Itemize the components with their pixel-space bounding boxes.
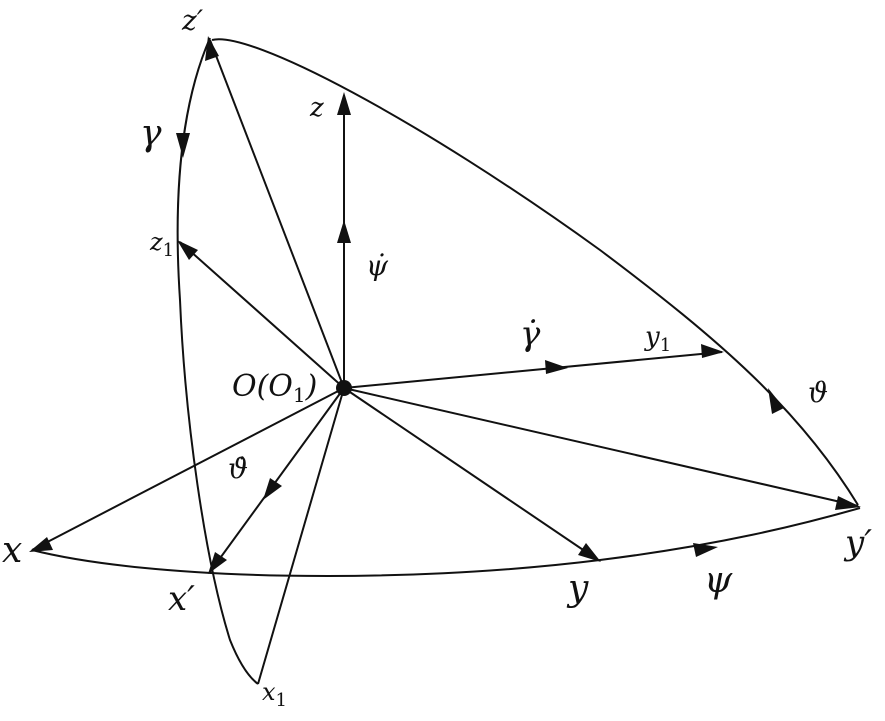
edge-origin-x1 (257, 387, 345, 685)
origin-point (336, 380, 352, 396)
label-y: y (566, 568, 589, 609)
label-theta-dot: ϑ̇ (228, 452, 248, 485)
label-gamma-dot: γ̇ (520, 314, 541, 354)
arrowhead-z1 (177, 240, 198, 260)
edge-origin-z1 (179, 241, 345, 389)
edge-origin-y-prime (343, 387, 859, 507)
label-psi: ψ (704, 560, 733, 601)
label-origin-sub: 1 (293, 383, 306, 407)
label-y1-main: y (644, 322, 660, 352)
label-theta: ϑ (808, 376, 828, 409)
label-z1-sub: 1 (163, 240, 174, 261)
label-origin-main: O(O (232, 369, 293, 404)
edge-origin-x-prime (209, 387, 345, 573)
arrowhead-y-prime (835, 496, 861, 510)
label-z-prime: z′ (181, 4, 204, 37)
arrowhead-z (337, 92, 351, 115)
arrowhead-theta-arc (768, 388, 784, 414)
arrowhead-x (29, 537, 53, 552)
label-x1-main: x (262, 678, 276, 706)
edge-origin-y (343, 387, 599, 561)
label-x: x (2, 530, 22, 571)
label-y-prime: y′ (843, 523, 872, 563)
label-origin-close: ) (305, 369, 318, 404)
arrowhead-theta-dot (263, 478, 282, 500)
arc-z-prime-to-y-prime (211, 38, 859, 506)
arc-x-to-y-prime (31, 507, 861, 577)
label-gamma: γ (140, 113, 162, 154)
label-y1-sub: 1 (660, 335, 671, 356)
label-z1: z1 (149, 228, 174, 261)
label-x1: x1 (262, 678, 287, 711)
label-x-prime: x′ (168, 579, 195, 619)
edge-origin-y1 (343, 351, 723, 389)
arrowhead-psi-arc (693, 543, 718, 557)
label-psi-dot: ψ̇ (366, 249, 389, 282)
label-z: z (309, 93, 324, 123)
arc-z-prime-to-x1 (176, 37, 259, 685)
arrowhead-gamma-arc (176, 133, 190, 158)
arrowhead-psi-dot (337, 220, 351, 243)
arrowhead-y1 (701, 344, 724, 358)
label-origin: O(O1) (232, 369, 317, 407)
arrowhead-z-prime (205, 36, 219, 61)
label-x1-sub: 1 (276, 690, 287, 711)
label-y1: y1 (644, 322, 671, 356)
arrowhead-y (578, 543, 601, 562)
arrowhead-gamma-dot (545, 360, 568, 374)
arrowhead-x-prime (208, 552, 227, 574)
label-z1-main: z (149, 228, 163, 256)
edge-origin-z-prime (209, 39, 345, 389)
edge-origin-x (31, 387, 345, 551)
